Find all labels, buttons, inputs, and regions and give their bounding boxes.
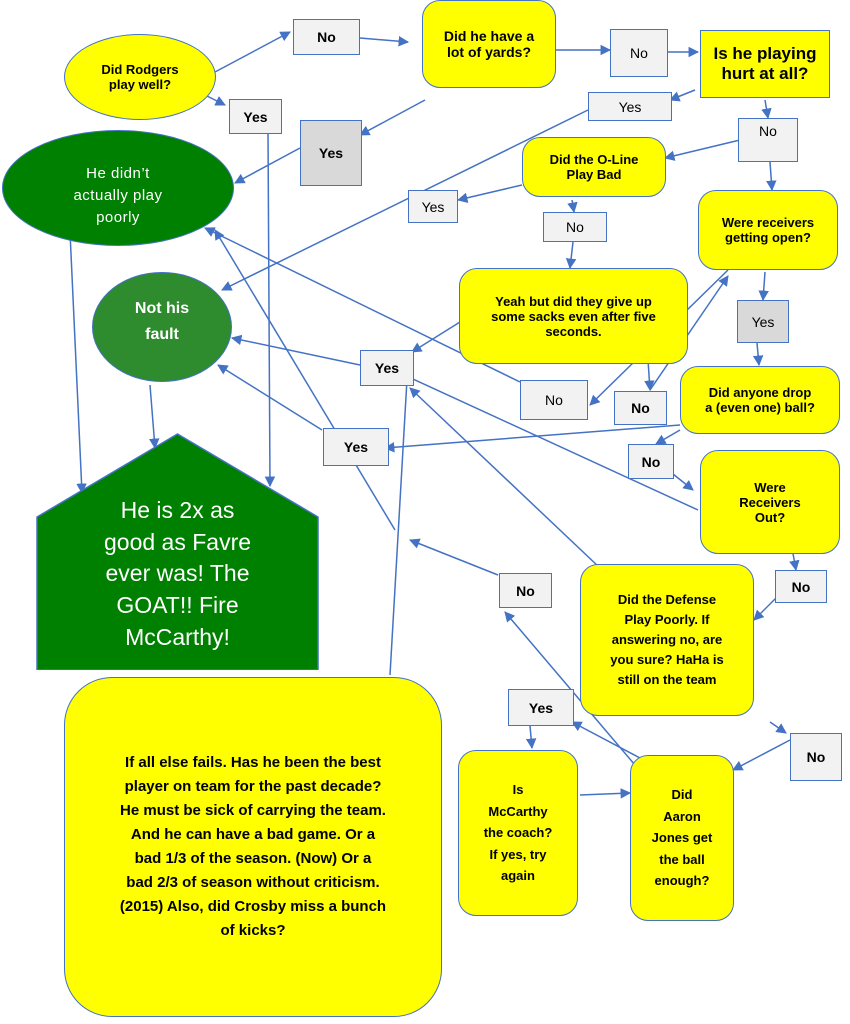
- answer-yes: Yes: [300, 120, 362, 186]
- answer-no: No: [543, 212, 607, 242]
- connector: [565, 241, 577, 270]
- answer-no: No: [628, 444, 674, 479]
- answer-yes: Yes: [323, 428, 389, 466]
- question-sacks-after-five-seconds: Yeah but did they give up some sacks eve…: [459, 268, 688, 364]
- connector: [230, 334, 361, 366]
- answer-yes: Yes: [588, 92, 672, 121]
- connector: [409, 387, 601, 569]
- connector: [69, 231, 87, 495]
- connector: [149, 384, 160, 450]
- question-anyone-drop-ball: Did anyone drop a (even one) ball?: [680, 366, 840, 434]
- connector: [411, 321, 461, 353]
- connector: [758, 271, 769, 302]
- node-label: Did the O-Line Play Bad: [549, 152, 639, 182]
- node-label: Did Aaron Jones get the ball enough?: [651, 787, 713, 889]
- connector: [752, 342, 764, 367]
- answer-yes: Yes: [408, 190, 458, 223]
- answer-no: No: [738, 118, 798, 162]
- question-lot-of-yards: Did he have a lot of yards?: [422, 0, 556, 88]
- connector: [663, 139, 741, 161]
- node-label: If all else fails. Has he been the best …: [119, 754, 387, 939]
- node-label: He didn’t actually play poorly: [73, 165, 163, 226]
- connector: [766, 161, 777, 192]
- connector: [264, 131, 276, 488]
- answer-no: No: [293, 19, 360, 55]
- pentagon-shape: [36, 433, 319, 670]
- connector: [359, 99, 426, 136]
- answer-no: No: [775, 570, 827, 603]
- connector: [221, 109, 589, 291]
- connector: [456, 184, 523, 203]
- outcome-goat-pentagon: [36, 433, 319, 670]
- node-label: Yeah but did they give up some sacks eve…: [491, 293, 656, 339]
- node-label: Were Receivers Out?: [739, 479, 801, 525]
- node-label: Did Rodgers play well?: [101, 62, 179, 92]
- connector: [655, 429, 681, 445]
- question-oline-play-bad: Did the O-Line Play Bad: [522, 137, 666, 197]
- node-label: Did anyone drop a (even one) ball?: [705, 385, 815, 415]
- node-label: He is 2x as good as Favre ever was! The …: [103, 497, 252, 650]
- question-mccarthy-coach: Is McCarthy the coach? If yes, try again: [458, 750, 578, 916]
- answer-no: No: [499, 573, 552, 608]
- question-defense-play-poorly: Did the Defense Play Poorly. If answerin…: [580, 564, 754, 716]
- answer-yes: Yes: [229, 99, 282, 134]
- connector: [644, 359, 655, 392]
- connector: [214, 229, 396, 531]
- connector: [579, 788, 632, 799]
- connector: [359, 35, 410, 47]
- answer-no: No: [520, 380, 588, 420]
- node-label: Is he playing hurt at all?: [713, 44, 817, 83]
- connector: [525, 725, 537, 750]
- connector: [769, 721, 787, 734]
- question-all-else-fails: If all else fails. Has he been the best …: [64, 677, 442, 1017]
- connector: [214, 31, 291, 73]
- question-aaron-jones-ball: Did Aaron Jones get the ball enough?: [630, 755, 734, 921]
- answer-no: No: [790, 733, 842, 781]
- question-rodgers-play-well: Did Rodgers play well?: [64, 34, 216, 120]
- question-playing-hurt: Is he playing hurt at all?: [700, 30, 830, 98]
- outcome-not-his-fault: Not his fault: [92, 272, 232, 382]
- answer-yes: Yes: [737, 300, 789, 343]
- node-label: Is McCarthy the coach? If yes, try again: [483, 782, 553, 884]
- connector: [571, 721, 641, 759]
- question-receivers-out: Were Receivers Out?: [700, 450, 840, 554]
- connector: [649, 275, 729, 391]
- outcome-goat-text: He is 2x as good as Favre ever was! The …: [80, 495, 275, 670]
- outcome-didnt-play-poorly: He didn’t actually play poorly: [2, 130, 234, 246]
- answer-yes: Yes: [508, 689, 574, 726]
- node-label: Were receivers getting open?: [721, 215, 815, 245]
- node-label: Did the Defense Play Poorly. If answerin…: [610, 591, 724, 688]
- answer-no: No: [614, 391, 667, 425]
- node-label: Not his fault: [134, 300, 190, 343]
- connector: [669, 89, 696, 102]
- connector: [401, 373, 699, 511]
- connector: [204, 94, 226, 106]
- question-receivers-getting-open: Were receivers getting open?: [698, 190, 838, 270]
- connector: [504, 611, 636, 766]
- node-label: Did he have a lot of yards?: [443, 28, 535, 60]
- answer-yes: Yes: [360, 350, 414, 386]
- connector: [409, 538, 499, 576]
- answer-no: No: [610, 29, 668, 77]
- connector: [567, 199, 578, 214]
- connector: [383, 424, 681, 453]
- connector: [761, 99, 772, 120]
- connector: [753, 595, 779, 621]
- connector: [732, 739, 791, 771]
- connector: [389, 360, 413, 676]
